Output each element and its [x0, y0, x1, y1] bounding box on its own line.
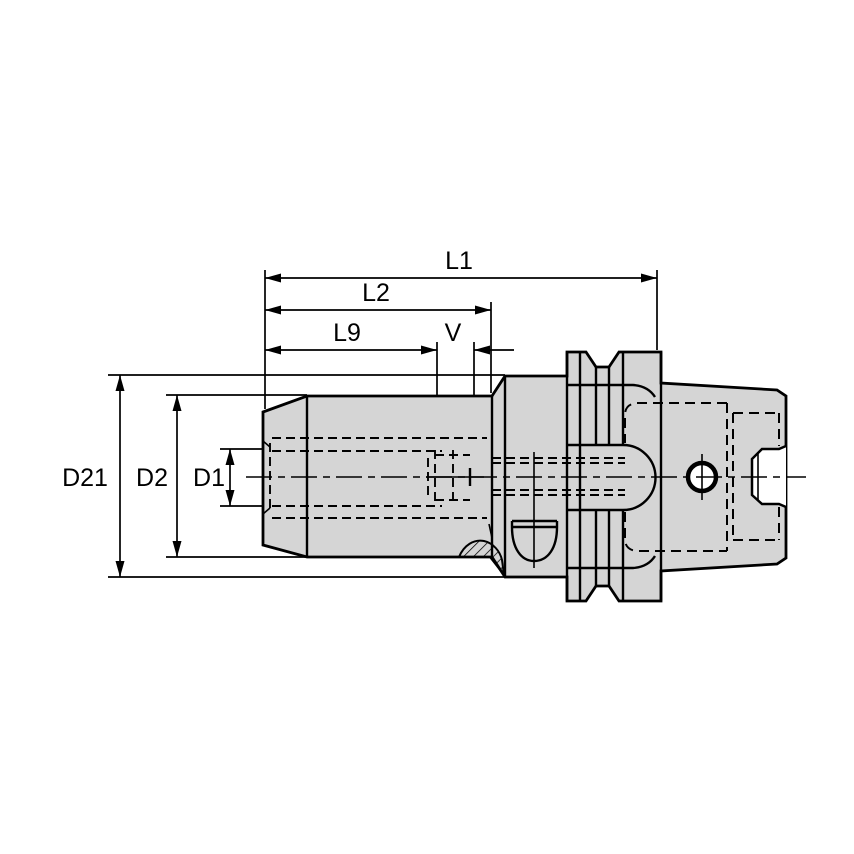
arrowhead	[225, 490, 235, 506]
dimension-D21: D21	[62, 374, 505, 578]
dim-label-l1: L1	[445, 247, 473, 275]
arrowhead	[225, 449, 235, 465]
dimension-V: V	[445, 319, 514, 395]
arrowhead	[265, 345, 281, 355]
arrowhead	[115, 561, 125, 577]
dim-label-d1: D1	[193, 464, 225, 492]
arrowhead	[172, 395, 182, 411]
arrowhead	[421, 345, 437, 355]
dimension-L1: L1	[264, 247, 658, 409]
collar-pocket	[510, 452, 559, 568]
flange-step-top	[567, 383, 657, 398]
arrowhead	[475, 305, 491, 315]
dim-label-d21: D21	[62, 464, 108, 492]
cavity-outline-top	[624, 402, 727, 443]
bore-chamfer	[262, 507, 271, 515]
dim-label-d2: D2	[136, 464, 168, 492]
dim-label-v: V	[445, 319, 462, 347]
dim-label-l2: L2	[362, 279, 390, 307]
section-relief-detail	[457, 523, 506, 579]
arrowhead	[265, 305, 281, 315]
dim-label-l9: L9	[333, 319, 361, 347]
dimension-D2: D2	[136, 394, 307, 558]
relief-leader	[488, 523, 493, 539]
cavity-outline-bottom	[624, 512, 727, 552]
hsk-cavity-hidden	[624, 402, 780, 552]
dimension-L9: L9	[265, 319, 438, 395]
arrowhead	[265, 273, 281, 283]
arrowhead	[115, 375, 125, 391]
arrowhead	[641, 273, 657, 283]
flange-step-bottom	[567, 555, 657, 570]
hatched-area	[457, 539, 506, 579]
bore-chamfer	[262, 440, 271, 448]
arrowhead	[172, 541, 182, 557]
dimension-D1: D1	[193, 448, 264, 507]
arrowhead	[474, 345, 490, 355]
dimension-L2: L2	[265, 279, 492, 393]
